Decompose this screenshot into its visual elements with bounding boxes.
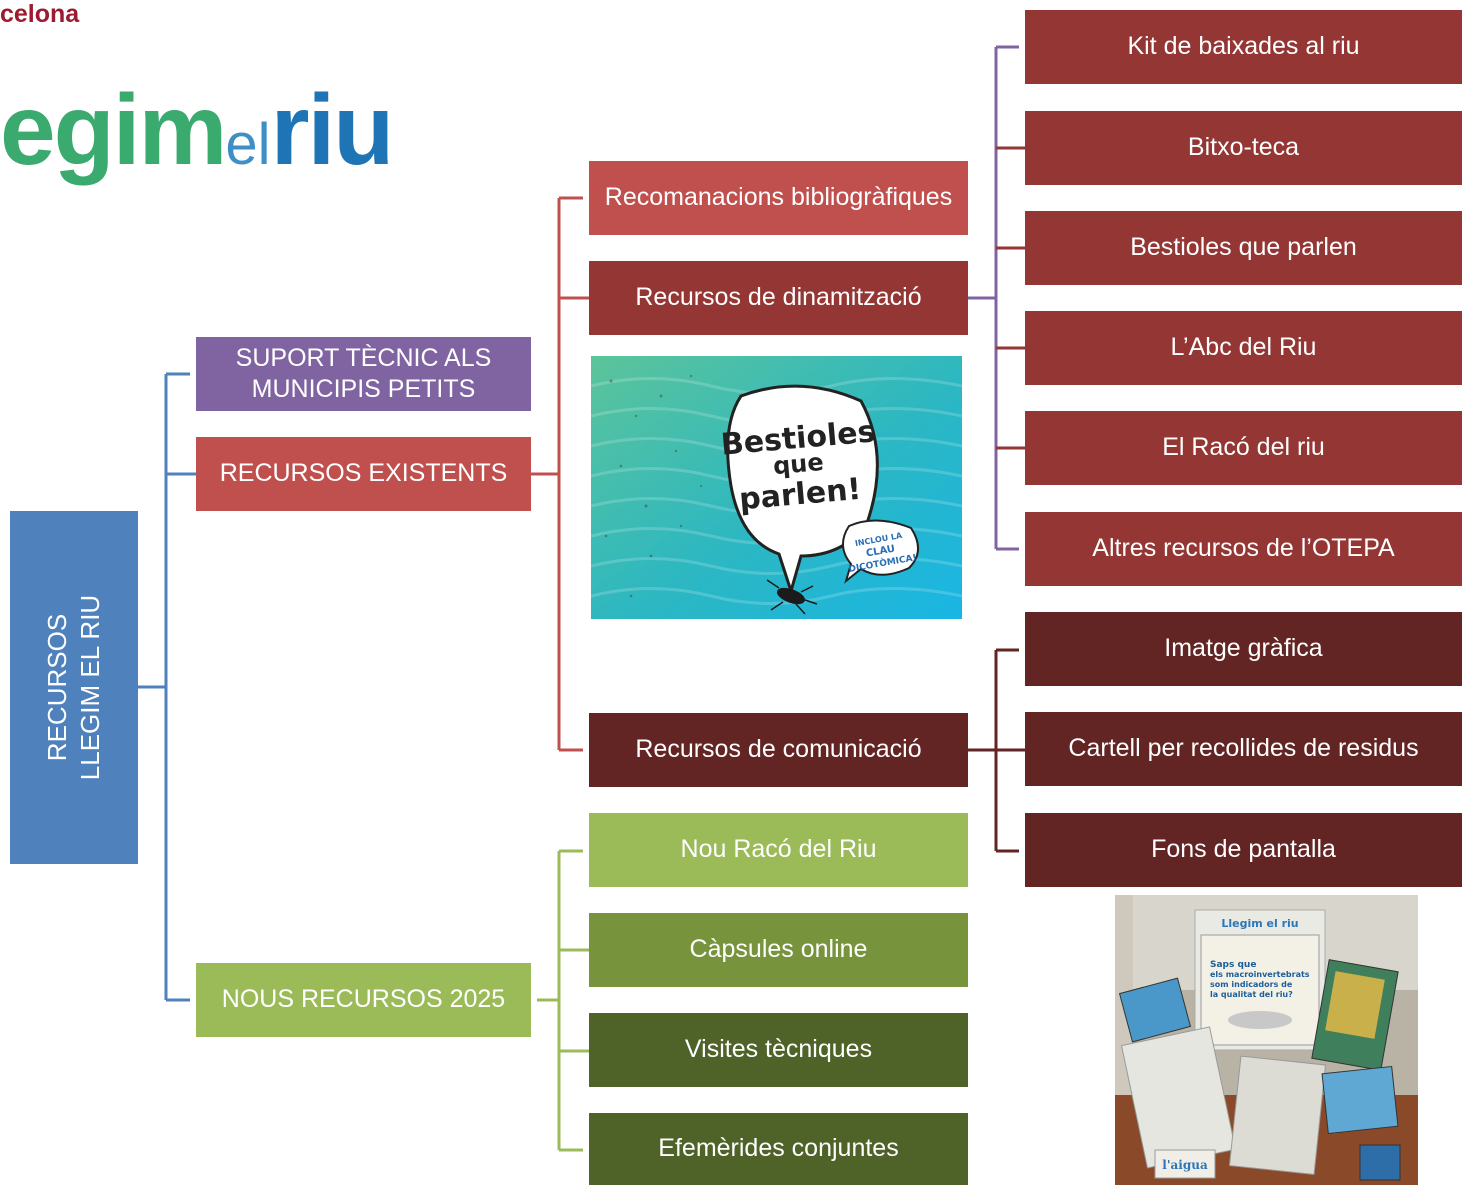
- svg-text:la qualitat del riu?: la qualitat del riu?: [1210, 990, 1293, 999]
- svg-text:que: que: [772, 448, 825, 480]
- node-nous-recursos: NOUS RECURSOS 2025: [196, 963, 531, 1037]
- svg-text:els macroinvertebrats: els macroinvertebrats: [1210, 970, 1310, 979]
- node-imatge-grafica: Imatge gràfica: [1025, 612, 1462, 686]
- node-altres-otepa: Altres recursos de l’OTEPA: [1025, 512, 1462, 586]
- llegim-el-riu-logo: egimelriu: [0, 74, 394, 186]
- node-recursos-existents: RECURSOS EXISTENTS: [196, 437, 531, 511]
- svg-text:som indicadors de: som indicadors de: [1210, 980, 1293, 989]
- node-efemerides: Efemèrides conjuntes: [589, 1113, 968, 1185]
- node-abc-riu: L’Abc del Riu: [1025, 311, 1462, 385]
- node-suport-tecnic: SUPORT TÈCNIC ALS MUNICIPIS PETITS: [196, 337, 531, 411]
- svg-text:l'aigua: l'aigua: [1162, 1158, 1208, 1172]
- node-comunicacio: Recursos de comunicació: [589, 713, 968, 787]
- root-line-1: RECURSOS: [42, 613, 73, 762]
- node-capsules: Càpsules online: [589, 913, 968, 987]
- svg-text:CLAU: CLAU: [865, 544, 896, 560]
- svg-text:Saps que: Saps que: [1210, 960, 1256, 970]
- bestioles-poster-image: Bestioles que parlen! INCLOU LA CLAU DIC…: [591, 356, 962, 619]
- node-cartell: Cartell per recollides de residus: [1025, 712, 1462, 786]
- node-bestioles: Bestioles que parlen: [1025, 211, 1462, 285]
- svg-text:Llegim el riu: Llegim el riu: [1221, 917, 1298, 930]
- root-line-2: LLEGIM EL RIU: [75, 594, 105, 781]
- node-recomanacions: Recomanacions bibliogràfiques: [589, 161, 968, 235]
- node-raco-riu: El Racó del riu: [1025, 411, 1462, 485]
- node-fons-pantalla: Fons de pantalla: [1025, 813, 1462, 887]
- exhibition-photo: Llegim el riu Saps que els macroinverteb…: [1115, 895, 1418, 1185]
- node-nou-raco: Nou Racó del Riu: [589, 813, 968, 887]
- brand-text: celona: [0, 0, 80, 28]
- root-node: RECURSOS LLEGIM EL RIU: [10, 511, 138, 864]
- node-kit-baixades: Kit de baixades al riu: [1025, 10, 1462, 84]
- node-dinamitzacio: Recursos de dinamització: [589, 261, 968, 335]
- node-visites: Visites tècniques: [589, 1013, 968, 1087]
- node-bitxo-teca: Bitxo-teca: [1025, 111, 1462, 185]
